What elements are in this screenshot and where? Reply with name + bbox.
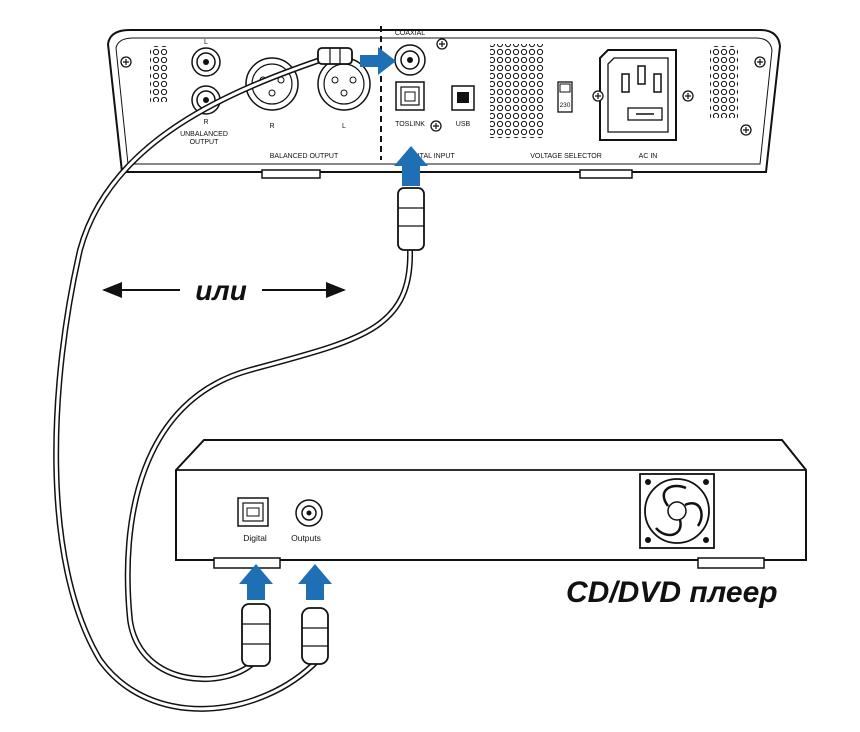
dac-rear-panel: L R UNBALANCED OUTPUT R L BALANCED OUTPU… xyxy=(106,26,782,179)
screw-icon xyxy=(436,38,448,50)
usb-port xyxy=(451,85,475,111)
toslink-label: TOSLINK xyxy=(395,121,425,128)
player-coaxial-output-jack xyxy=(295,499,323,527)
player-coaxial-arrow xyxy=(298,564,332,600)
output-r-label: R xyxy=(203,119,208,126)
screw-icon xyxy=(754,56,766,68)
optical-plug-bottom xyxy=(241,603,271,667)
vent-grid xyxy=(490,44,544,138)
voltage-value-label: 230 xyxy=(560,102,571,109)
unbalanced-label: UNBALANCED xyxy=(180,131,228,138)
output-label: OUTPUT xyxy=(190,139,220,146)
or-label: или xyxy=(195,275,247,306)
optical-cable xyxy=(124,249,414,683)
usb-label: USB xyxy=(456,121,471,128)
voltage-selector-switch xyxy=(557,81,573,113)
ac-in-label: AC IN xyxy=(639,153,658,160)
digital-input-label: DIGITAL INPUT xyxy=(405,153,455,160)
dac-foot-left xyxy=(261,169,321,179)
player-foot-left xyxy=(213,557,281,569)
screw-icon xyxy=(120,56,132,68)
balanced-l-label: L xyxy=(342,123,346,130)
player-outputs-label: Outputs xyxy=(291,533,321,543)
screw-icon xyxy=(592,90,604,102)
vent-grid xyxy=(710,46,738,118)
coaxial-plug-bottom xyxy=(301,607,329,665)
optical-plug-top xyxy=(397,187,425,251)
ac-inlet-socket xyxy=(599,49,677,141)
xlr-jack-left xyxy=(317,57,371,111)
player-digital-arrow xyxy=(239,564,273,600)
player-optical-output-port xyxy=(237,497,269,527)
cooling-fan-icon xyxy=(639,473,715,549)
screw-icon xyxy=(682,90,694,102)
blue-arrows xyxy=(239,47,428,600)
player-title: CD/DVD плеер xyxy=(566,576,778,609)
voltage-selector-label: VOLTAGE SELECTOR xyxy=(530,153,602,160)
output-l-label: L xyxy=(204,39,208,46)
coaxial-input-jack xyxy=(394,44,426,76)
cd-dvd-player: Digital Outputs CD/DVD плеер xyxy=(175,439,807,609)
vent-grid xyxy=(150,46,168,102)
player-digital-label: Digital xyxy=(243,533,267,543)
player-foot-right xyxy=(697,557,765,569)
or-indicator: или xyxy=(102,275,346,306)
dac-foot-right xyxy=(579,169,633,179)
coaxial-arrow xyxy=(360,47,396,75)
balanced-r-label: R xyxy=(269,123,274,130)
rca-jack-left-output xyxy=(191,47,221,77)
coaxial-plug-top xyxy=(317,47,353,65)
screw-icon xyxy=(430,120,442,132)
coaxial-cable xyxy=(53,53,333,712)
balanced-output-label: BALANCED OUTPUT xyxy=(270,153,339,160)
toslink-arrow xyxy=(394,146,428,186)
toslink-input-port xyxy=(395,81,425,111)
screw-icon xyxy=(740,124,752,136)
coaxial-label: COAXIAL xyxy=(395,30,425,37)
